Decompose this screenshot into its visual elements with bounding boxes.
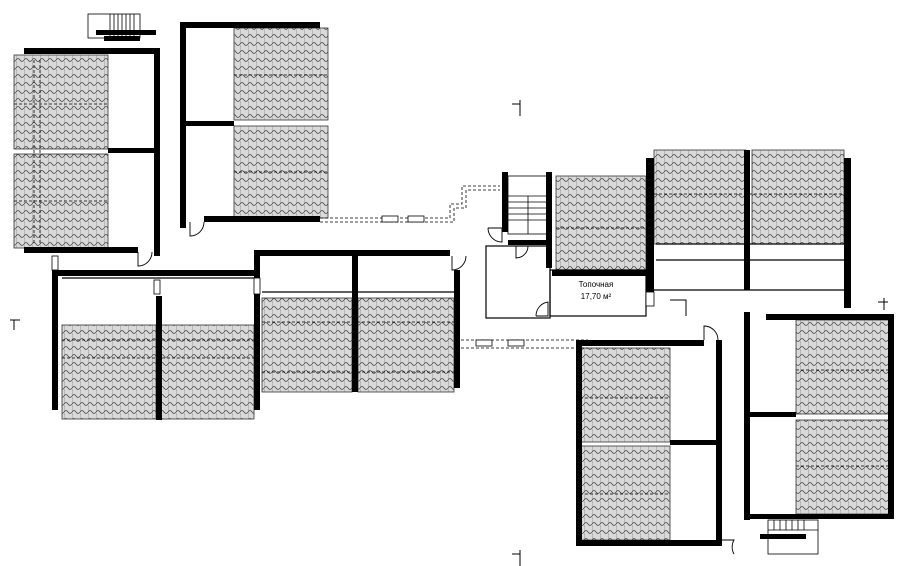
wall — [576, 340, 704, 346]
wall — [670, 440, 720, 445]
roof-hatch-zones — [13, 27, 891, 541]
wall — [352, 256, 358, 392]
wall — [760, 534, 806, 539]
wall — [180, 22, 186, 228]
door-swings — [137, 221, 735, 555]
roof-zone — [751, 149, 845, 245]
wall — [24, 48, 160, 54]
roof-zone — [579, 347, 671, 443]
wall — [24, 247, 138, 253]
wall — [186, 121, 234, 126]
wall — [744, 312, 750, 520]
wall — [254, 250, 260, 410]
roof-zone — [357, 297, 455, 393]
wall — [156, 296, 162, 420]
wall — [888, 314, 894, 516]
wall — [576, 340, 582, 546]
roof-zone — [261, 297, 353, 393]
room-area-boiler: 17,70 м² — [581, 292, 612, 301]
stair-bottom — [767, 519, 819, 555]
dashed-overhead-lines — [14, 60, 890, 495]
wall — [744, 150, 750, 290]
roof-zone — [555, 175, 647, 271]
window-marks — [51, 215, 655, 347]
thick-walls — [24, 22, 894, 546]
wall — [750, 412, 796, 417]
wall — [552, 270, 646, 276]
section-marks — [10, 100, 888, 566]
wall — [766, 314, 894, 320]
wall — [108, 148, 154, 153]
wall — [844, 158, 851, 308]
wall — [508, 240, 550, 245]
wall — [52, 270, 258, 276]
wall — [750, 514, 894, 519]
roof-zone — [233, 27, 329, 121]
wall — [576, 540, 722, 546]
stair-top — [87, 13, 141, 39]
stair-center — [507, 175, 549, 235]
roof-zone — [159, 324, 255, 420]
roof-zone — [579, 445, 671, 541]
wall — [454, 270, 460, 388]
wall — [646, 158, 654, 292]
wall — [180, 22, 320, 28]
roof-zone — [795, 419, 891, 515]
wall — [154, 48, 160, 256]
wall — [204, 216, 320, 222]
roof-zone — [795, 319, 891, 415]
roof-zone — [13, 54, 109, 150]
roof-zone — [61, 324, 157, 420]
wall — [52, 270, 58, 410]
roof-zone — [653, 149, 747, 245]
wall — [502, 172, 508, 232]
wall — [254, 250, 450, 256]
wall — [546, 172, 552, 268]
room-name-boiler: Топочная — [579, 280, 614, 289]
wall — [104, 36, 140, 41]
